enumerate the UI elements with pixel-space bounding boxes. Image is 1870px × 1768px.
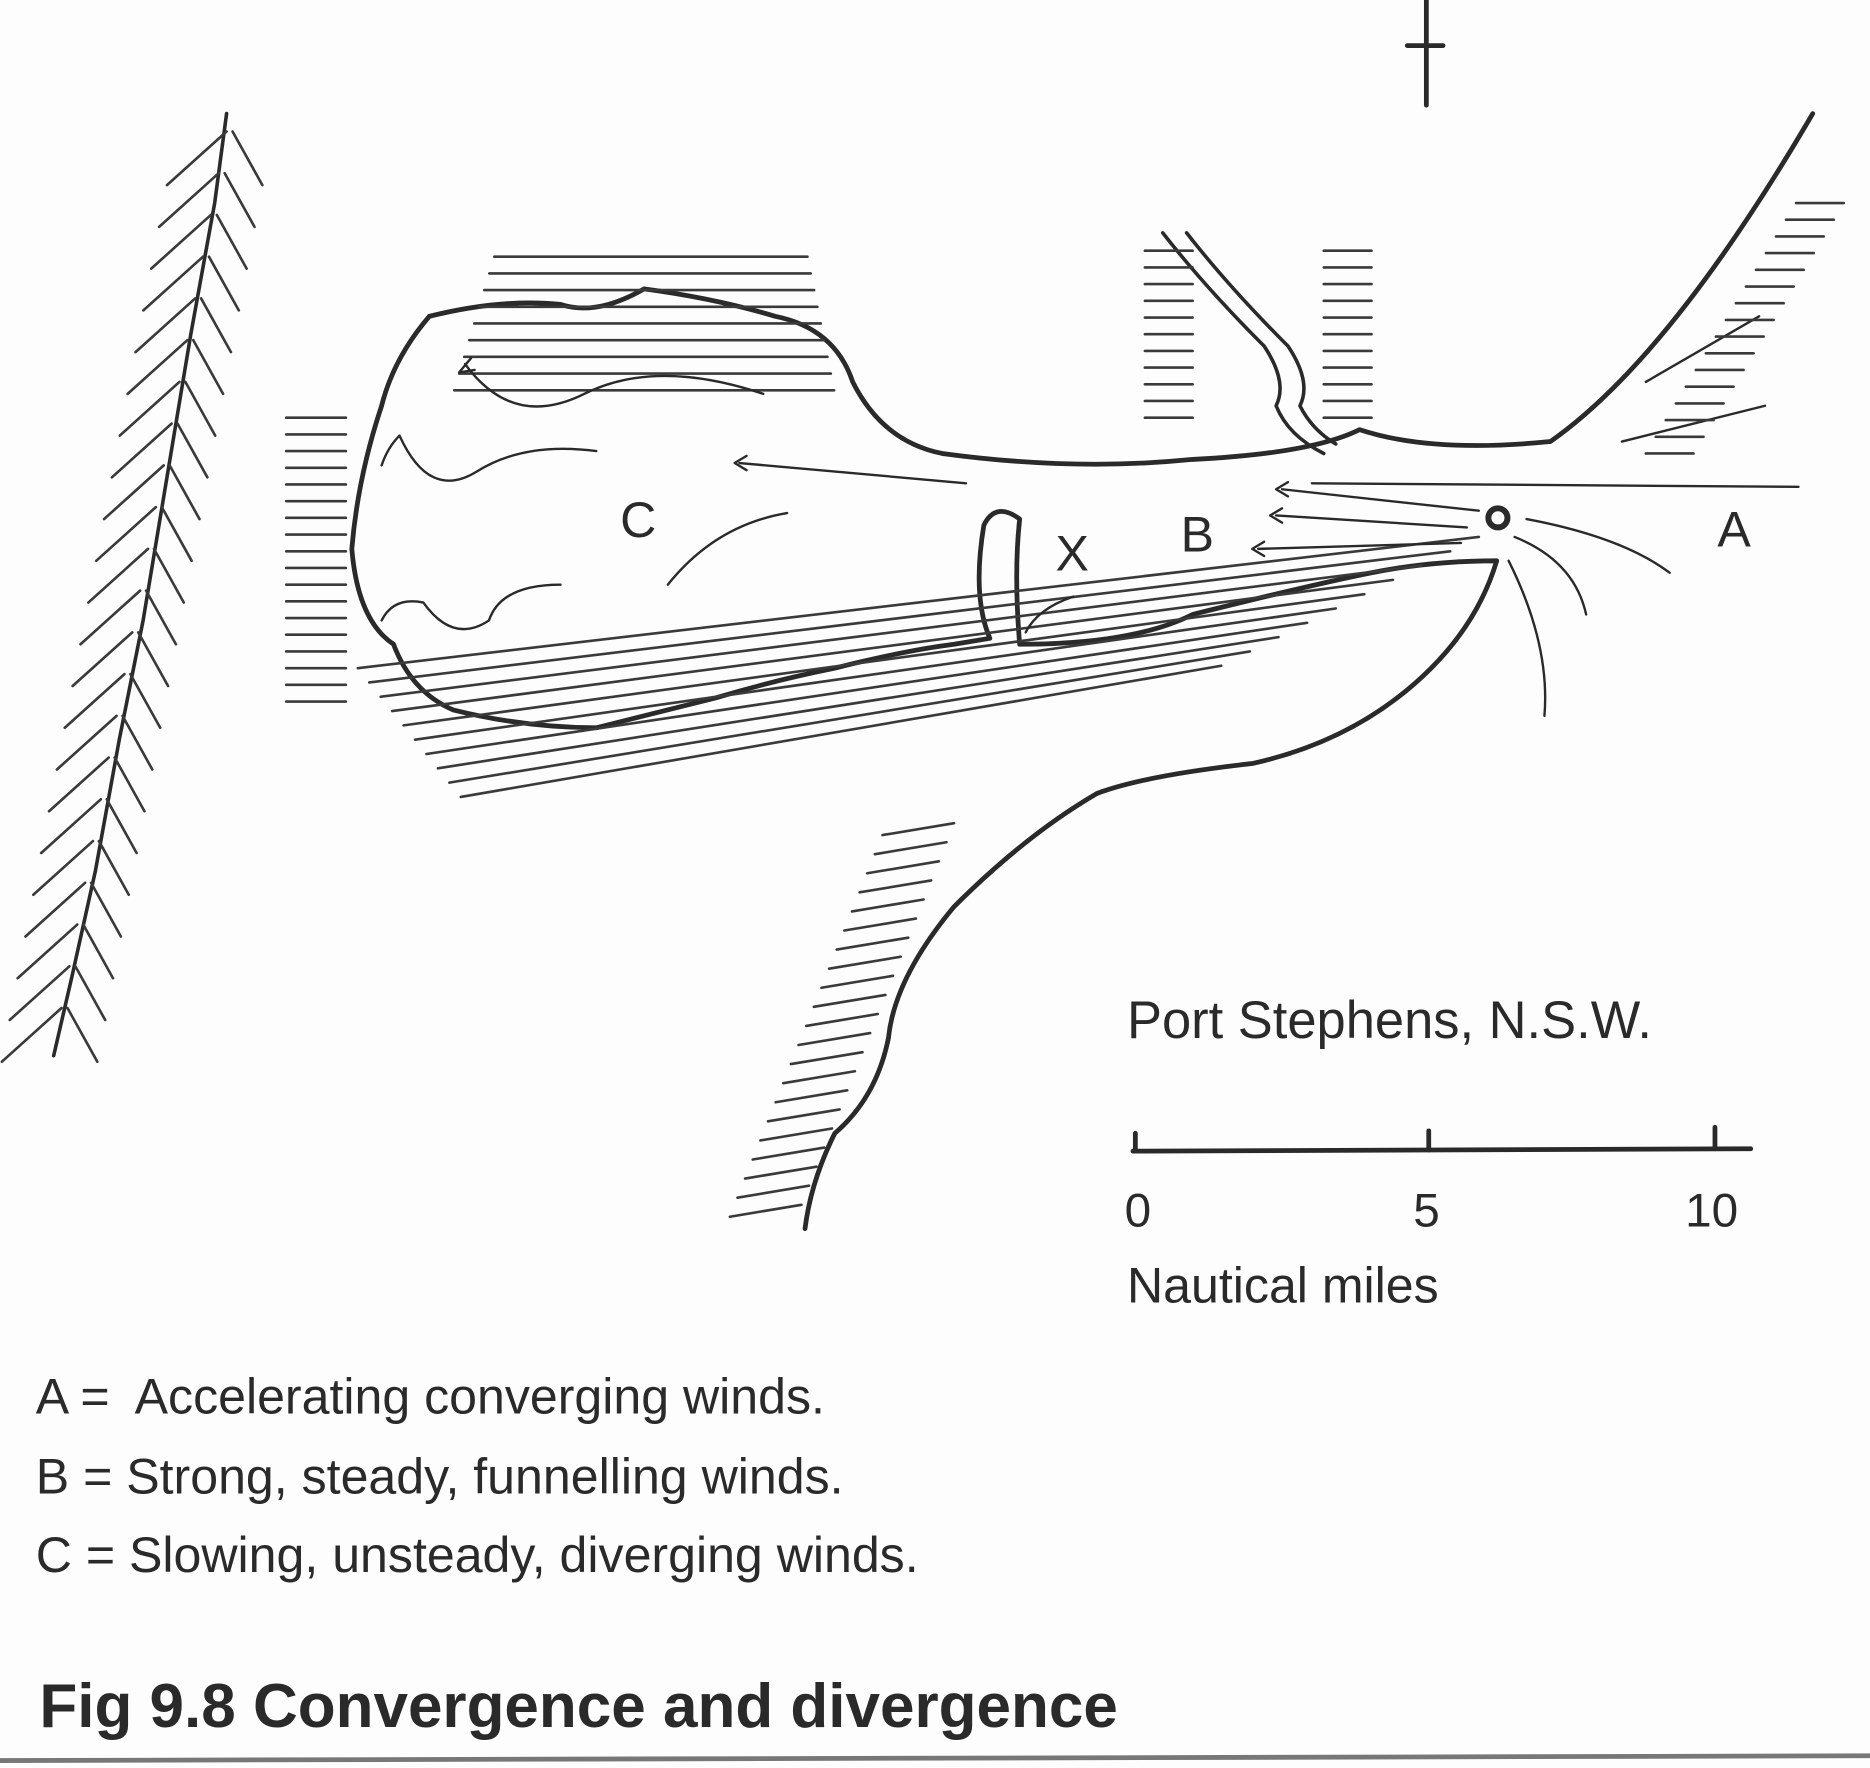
hatch-stroke bbox=[142, 255, 205, 312]
hatch-stroke bbox=[858, 879, 933, 894]
hatch-stroke bbox=[759, 1127, 834, 1142]
hatch-stroke bbox=[448, 650, 1252, 784]
hatch-stroke bbox=[413, 607, 1338, 742]
hatch-stroke bbox=[881, 821, 956, 837]
hatch-stroke bbox=[231, 130, 264, 187]
hatch-stroke bbox=[367, 549, 1452, 684]
hatch-stroke bbox=[97, 839, 131, 897]
region-label-b: B bbox=[1181, 506, 1214, 562]
hatch-stroke bbox=[184, 380, 217, 437]
hatch-stroke bbox=[728, 1203, 803, 1219]
hatch-stroke bbox=[157, 171, 221, 229]
hatch-stroke bbox=[751, 1146, 826, 1161]
hatch-stroke bbox=[789, 1050, 864, 1066]
hatch-stroke bbox=[47, 756, 111, 813]
hatch-stroke bbox=[191, 338, 225, 396]
wind-flow-lines bbox=[380, 356, 1671, 718]
hatch-stroke bbox=[89, 881, 123, 938]
hatch-stroke bbox=[379, 564, 1423, 699]
hatch-stroke bbox=[390, 578, 1395, 713]
hatch-stroke bbox=[8, 964, 71, 1022]
scale-tick-0: 0 bbox=[1125, 1184, 1152, 1237]
hatch-stroke bbox=[797, 1031, 872, 1047]
hatch-stroke bbox=[459, 664, 1223, 799]
bay-outline bbox=[284, 111, 1846, 1232]
hatch-stroke bbox=[74, 964, 107, 1022]
hatch-stroke bbox=[781, 1069, 857, 1085]
hatch-stroke bbox=[126, 338, 189, 396]
scale-unit: Nautical miles bbox=[1127, 1258, 1439, 1314]
hatch-stroke bbox=[24, 881, 87, 938]
north-marker-icon bbox=[1404, 0, 1446, 108]
legend-item-a: A = Accelerating converging winds. bbox=[36, 1369, 825, 1425]
place-name: Port Stephens, N.S.W. bbox=[1127, 992, 1652, 1050]
hatch-stroke bbox=[820, 974, 895, 990]
hatch-stroke bbox=[835, 936, 910, 951]
region-label-x: X bbox=[1055, 525, 1088, 581]
hatch-stroke bbox=[766, 1108, 841, 1123]
hatch-stroke bbox=[87, 547, 150, 604]
hatch-stroke bbox=[79, 589, 142, 646]
hatch-stroke bbox=[774, 1089, 849, 1104]
western-ridge bbox=[0, 111, 264, 1064]
hatch-stroke bbox=[804, 1012, 880, 1028]
page-edge-divider bbox=[0, 1753, 1870, 1763]
hatch-stroke bbox=[736, 1184, 811, 1199]
region-label-c: C bbox=[620, 492, 656, 548]
hatch-stroke bbox=[16, 923, 79, 980]
legend-item-c: C = Slowing, unsteady, diverging winds. bbox=[36, 1527, 919, 1583]
hatch-stroke bbox=[168, 464, 201, 521]
scale-tick-10: 10 bbox=[1685, 1184, 1738, 1237]
hatch-stroke bbox=[165, 130, 228, 187]
hatch-stroke bbox=[105, 798, 138, 855]
hatch-stroke bbox=[873, 840, 948, 856]
hatch-stroke bbox=[129, 672, 162, 730]
hatch-stroke bbox=[118, 380, 181, 437]
hatch-stroke bbox=[149, 213, 213, 270]
hatch-stroke bbox=[66, 1006, 99, 1064]
hatch-stroke bbox=[32, 839, 95, 897]
hatch-stroke bbox=[402, 592, 1366, 727]
hatch-stroke bbox=[121, 714, 154, 771]
hatch-stroke bbox=[199, 297, 233, 354]
hatch-stroke bbox=[812, 993, 887, 1009]
hatch-stroke bbox=[110, 422, 173, 479]
hatch-stroke bbox=[850, 898, 925, 913]
hatch-stroke bbox=[865, 860, 941, 875]
hatch-stroke bbox=[134, 297, 197, 354]
hatch-stroke bbox=[160, 505, 193, 563]
hatch-stroke bbox=[0, 1006, 63, 1064]
hatch-stroke bbox=[827, 955, 902, 970]
hatch-stroke bbox=[743, 1165, 819, 1180]
hatch-stroke bbox=[425, 621, 1309, 756]
hatch-stroke bbox=[113, 756, 146, 813]
scale-tick-5: 5 bbox=[1413, 1184, 1440, 1237]
hatch-stroke bbox=[144, 589, 178, 646]
hatch-stroke bbox=[207, 255, 241, 312]
hatch-stroke bbox=[102, 464, 166, 521]
hatch-stroke bbox=[843, 917, 918, 932]
legend-item-b: B = Strong, steady, funnelling winds. bbox=[36, 1448, 844, 1504]
hatch-stroke bbox=[176, 422, 209, 479]
figure-caption: Fig 9.8 Convergence and divergence bbox=[39, 1672, 1117, 1741]
hatch-stroke bbox=[71, 631, 134, 688]
hatch-stroke bbox=[39, 798, 103, 855]
hatch-stroke bbox=[223, 171, 256, 229]
region-label-a: A bbox=[1717, 501, 1751, 557]
hatch-stroke bbox=[55, 714, 118, 771]
hatch-stroke bbox=[63, 672, 126, 730]
hatch-stroke bbox=[152, 547, 186, 604]
hatch-stroke bbox=[81, 923, 115, 980]
hatch-stroke bbox=[356, 535, 1481, 670]
hatch-stroke bbox=[215, 213, 248, 270]
hatch-stroke bbox=[94, 505, 158, 563]
hatch-stroke bbox=[136, 631, 170, 688]
hatch-stroke bbox=[436, 635, 1280, 770]
scale-bar bbox=[1130, 1124, 1754, 1154]
